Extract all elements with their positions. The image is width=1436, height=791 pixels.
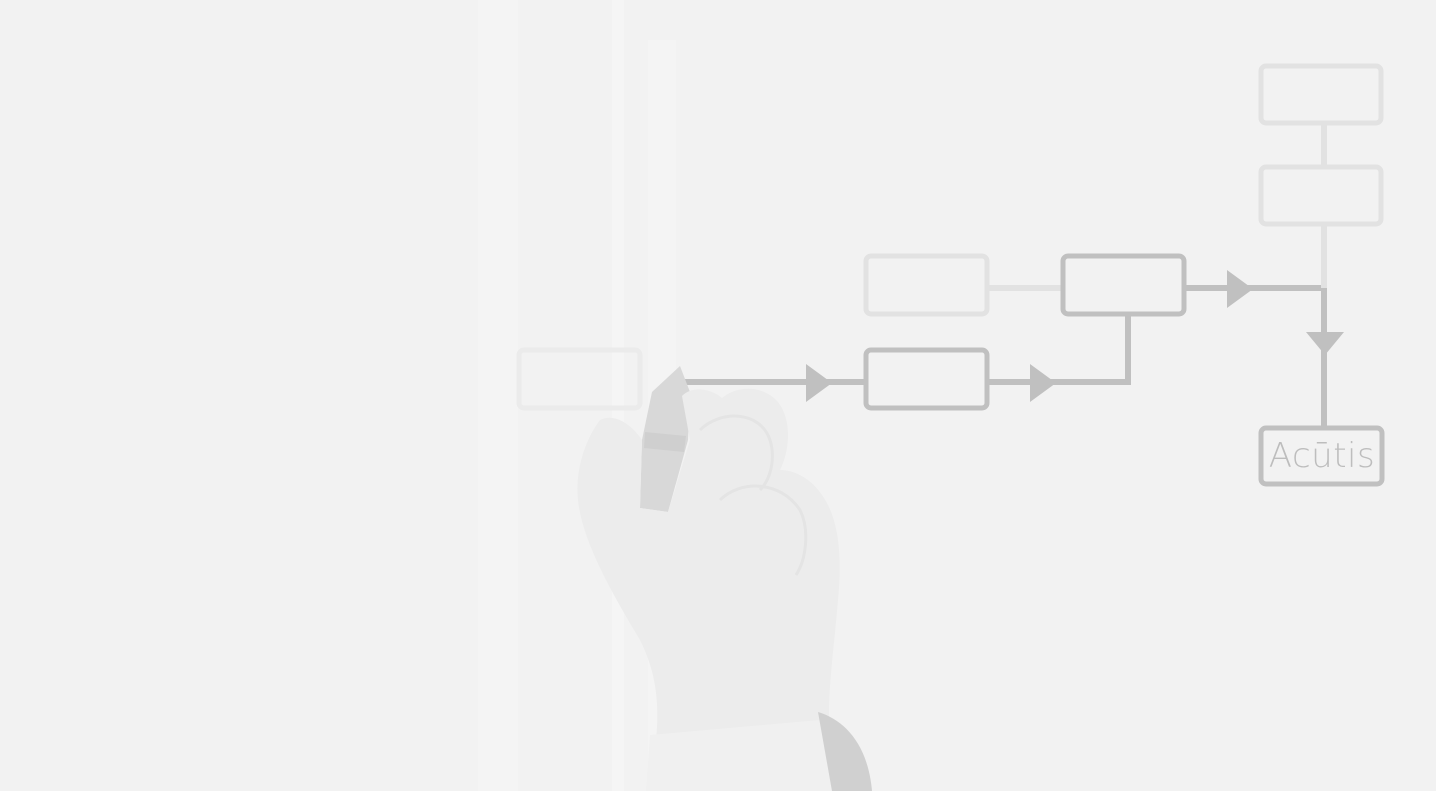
flow-connector [987, 313, 1131, 385]
flow-box-start [516, 347, 643, 411]
light-streak [612, 0, 624, 791]
arrow-right-icon [1227, 270, 1253, 308]
hand-with-marker-icon [577, 366, 872, 791]
flow-connector [1184, 285, 1327, 430]
arrow-right-icon [806, 364, 832, 402]
brand-logo-text: Acūtis [1268, 436, 1376, 476]
arrow-right-icon [1030, 364, 1056, 402]
flow-box-brand [1258, 425, 1385, 487]
flow-box-faint [863, 253, 990, 317]
flow-box-faint [1258, 63, 1384, 126]
light-streak [478, 0, 518, 791]
flow-box [1060, 253, 1187, 317]
flow-box [863, 347, 990, 411]
arrow-down-icon [1306, 332, 1344, 355]
flow-box-faint [1258, 164, 1384, 227]
